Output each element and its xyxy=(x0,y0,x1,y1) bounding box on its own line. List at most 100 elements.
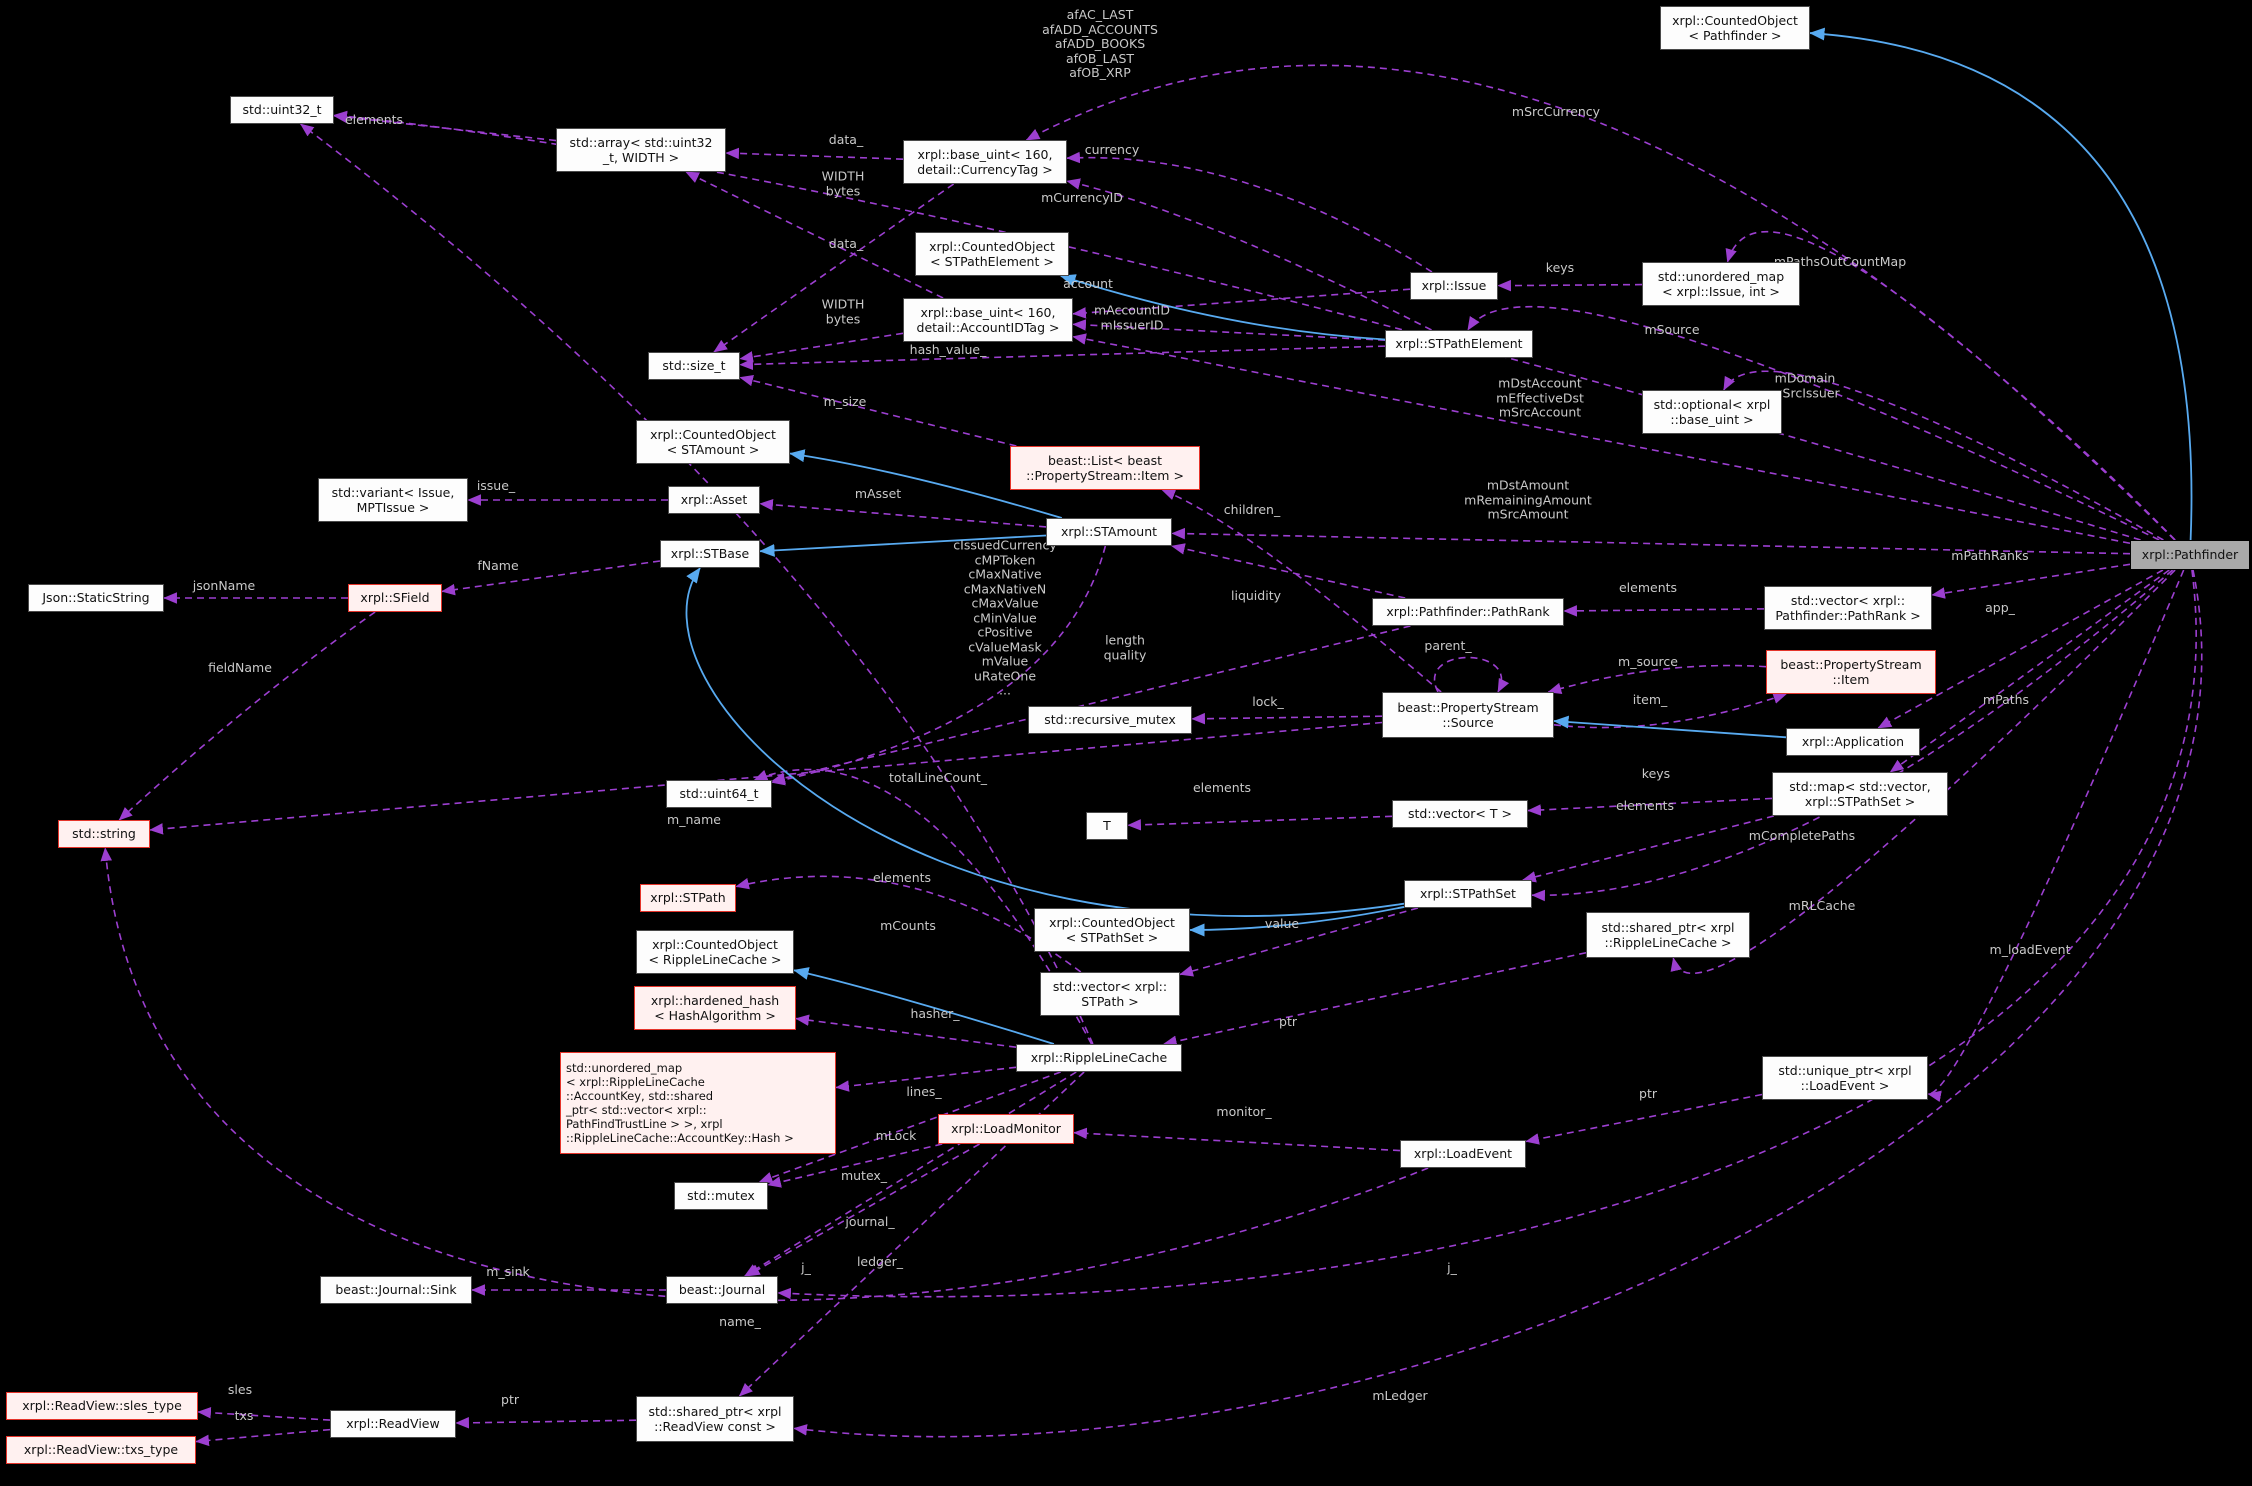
node-recursive_mutex[interactable]: std::recursive_mutex xyxy=(1028,706,1192,734)
node-base_uint_account[interactable]: xrpl::base_uint< 160,detail::AccountIDTa… xyxy=(903,298,1073,342)
node-label-line: xrpl::STPathSet xyxy=(1420,886,1516,902)
node-label-line: std::unordered_map xyxy=(1657,268,1785,284)
edge-prop_item-prop_source xyxy=(1547,664,1767,694)
node-stamount[interactable]: xrpl::STAmount xyxy=(1046,518,1172,546)
node-label-line: std::vector< xrpl:: xyxy=(1052,978,1168,994)
node-vector_pathrank[interactable]: std::vector< xrpl::Pathfinder::PathRank … xyxy=(1764,586,1932,630)
node-prop_item[interactable]: beast::PropertyStream::Item xyxy=(1766,650,1936,694)
node-string[interactable]: std::string xyxy=(58,820,150,848)
edge-pathrank-uint64 xyxy=(771,625,1411,784)
edge-prop_source-prop_item xyxy=(1553,692,1788,729)
node-T[interactable]: T xyxy=(1086,812,1128,840)
node-label-line: std::map< std::vector, xyxy=(1789,778,1931,794)
node-journal_sink[interactable]: beast::Journal::Sink xyxy=(320,1276,472,1304)
node-label-line: T xyxy=(1103,818,1111,834)
node-label-line: ::Source xyxy=(1442,715,1494,730)
node-shared_rlc[interactable]: std::shared_ptr< xrpl::RippleLineCache > xyxy=(1586,912,1750,958)
node-label-line: < STPathElement > xyxy=(930,254,1054,269)
node-uint64[interactable]: std::uint64_t xyxy=(666,780,772,808)
node-unique_le[interactable]: std::unique_ptr< xrpl::LoadEvent > xyxy=(1762,1056,1928,1100)
edge-prop_source-beast_list xyxy=(1161,489,1442,693)
node-stpathset[interactable]: xrpl::STPathSet xyxy=(1404,880,1532,908)
node-label-line: xrpl::LoadEvent xyxy=(1413,1146,1513,1162)
node-label-line: _t, WIDTH > xyxy=(602,150,680,165)
edge-stbase-sfield xyxy=(441,560,661,596)
edge-vector_T-T xyxy=(1127,815,1393,831)
node-label-line: xrpl::STAmount xyxy=(1060,524,1158,540)
edge-pathfinder-map_vs xyxy=(1889,569,2170,773)
node-counted_rlc[interactable]: xrpl::CountedObject< RippleLineCache > xyxy=(636,930,794,974)
node-json_static[interactable]: Json::StaticString xyxy=(28,584,164,612)
node-rlc[interactable]: xrpl::RippleLineCache xyxy=(1016,1044,1182,1072)
node-pathrank[interactable]: xrpl::Pathfinder::PathRank xyxy=(1372,598,1564,626)
edge-unique_le-loadevent xyxy=(1525,1093,1763,1145)
node-label-line: ::AccountKey, std::shared xyxy=(566,1088,714,1103)
edge-shared_rlc-rlc xyxy=(1163,951,1587,1047)
edge-vector_pathrank-pathrank xyxy=(1563,605,1765,617)
node-counted_stpathset[interactable]: xrpl::CountedObject< STPathSet > xyxy=(1034,908,1190,952)
node-optional_bu[interactable]: std::optional< xrpl::base_uint > xyxy=(1642,390,1782,434)
edge-stpathelement-base_uint_account xyxy=(1072,319,1386,342)
node-asset[interactable]: xrpl::Asset xyxy=(668,486,760,514)
node-um_issue_int[interactable]: std::unordered_map< xrpl::Issue, int > xyxy=(1642,262,1800,306)
node-label-line: xrpl::Asset xyxy=(680,492,748,508)
node-size_t[interactable]: std::size_t xyxy=(648,352,740,380)
node-label-line: std::shared_ptr< xrpl xyxy=(648,1403,782,1419)
node-sles_type[interactable]: xrpl::ReadView::sles_type xyxy=(6,1392,198,1420)
node-label-line: std::array< std::uint32 xyxy=(569,134,713,150)
edge-stpathset-stbase xyxy=(685,567,1405,917)
node-label-line: ::ReadView const > xyxy=(654,1419,776,1434)
node-label-line: beast::PropertyStream xyxy=(1397,699,1539,715)
node-loadmonitor[interactable]: xrpl::LoadMonitor xyxy=(938,1114,1074,1144)
node-readview[interactable]: xrpl::ReadView xyxy=(330,1410,456,1438)
node-label-line: xrpl::SField xyxy=(360,590,430,606)
node-vector_T[interactable]: std::vector< T > xyxy=(1392,800,1528,828)
node-um_rlc[interactable]: std::unordered_map< xrpl::RippleLineCach… xyxy=(560,1052,836,1154)
node-counted_pathfinder[interactable]: xrpl::CountedObject< Pathfinder > xyxy=(1660,6,1810,50)
node-label-line: std::size_t xyxy=(662,358,726,374)
node-base_uint_currency[interactable]: xrpl::base_uint< 160,detail::CurrencyTag… xyxy=(903,140,1067,184)
node-label-line: std::optional< xrpl xyxy=(1653,396,1771,412)
node-hardened_hash[interactable]: xrpl::hardened_hash< HashAlgorithm > xyxy=(634,986,796,1030)
node-label-line: xrpl::ReadView xyxy=(346,1416,440,1432)
node-sfield[interactable]: xrpl::SField xyxy=(348,584,442,612)
node-array_uint32[interactable]: std::array< std::uint32_t, WIDTH > xyxy=(556,128,726,172)
edge-pathfinder-unique_le xyxy=(1927,569,2185,1102)
node-stpathelement[interactable]: xrpl::STPathElement xyxy=(1385,330,1533,358)
edge-issue-base_uint_currency xyxy=(1066,151,1433,273)
node-variant_issue[interactable]: std::variant< Issue,MPTIssue > xyxy=(318,478,468,522)
node-map_vs[interactable]: std::map< std::vector,xrpl::STPathSet > xyxy=(1772,772,1948,816)
edge-pathfinder-shared_rlc xyxy=(1670,569,2176,975)
node-loadevent[interactable]: xrpl::LoadEvent xyxy=(1400,1140,1526,1168)
edge-prop_source-string xyxy=(149,721,1383,835)
node-label-line: std::unordered_map xyxy=(566,1060,683,1075)
node-stpath[interactable]: xrpl::STPath xyxy=(640,884,736,912)
node-label-line: xrpl::Issue xyxy=(1421,278,1487,294)
edge-loadmonitor-journal xyxy=(746,1143,980,1277)
node-shared_rv[interactable]: std::shared_ptr< xrpl::ReadView const > xyxy=(636,1396,794,1442)
node-label-line: ::base_uint > xyxy=(1670,412,1754,427)
node-journal[interactable]: beast::Journal xyxy=(666,1276,778,1304)
node-vector_stpath[interactable]: std::vector< xrpl::STPath > xyxy=(1040,972,1180,1016)
node-counted_stamount[interactable]: xrpl::CountedObject< STAmount > xyxy=(636,420,790,464)
edge-readview-txs_type xyxy=(195,1428,331,1447)
node-label-line: Pathfinder::PathRank > xyxy=(1775,608,1921,623)
node-prop_source[interactable]: beast::PropertyStream::Source xyxy=(1382,692,1554,738)
edge-rlc-journal xyxy=(744,1071,1077,1277)
edge-pathfinder-application xyxy=(1877,569,2164,729)
node-application[interactable]: xrpl::Application xyxy=(1786,728,1920,756)
node-label-line: xrpl::ReadView::sles_type xyxy=(22,1398,182,1414)
node-pathfinder[interactable]: xrpl::Pathfinder xyxy=(2130,540,2250,570)
node-counted_stpathelement[interactable]: xrpl::CountedObject< STPathElement > xyxy=(915,232,1069,276)
node-label-line: ::RippleLineCache > xyxy=(1604,935,1732,950)
node-label-line: < xrpl::Issue, int > xyxy=(1662,284,1780,299)
node-beast_list[interactable]: beast::List< beast::PropertyStream::Item… xyxy=(1010,446,1200,490)
node-issue[interactable]: xrpl::Issue xyxy=(1410,272,1498,300)
edge-pathfinder-stpathelement xyxy=(1467,305,2160,541)
node-label-line: _ptr< std::vector< xrpl:: xyxy=(566,1103,707,1117)
edge-loadevent-loadmonitor xyxy=(1073,1127,1401,1152)
node-stbase[interactable]: xrpl::STBase xyxy=(660,540,760,568)
node-uint32[interactable]: std::uint32_t xyxy=(230,96,334,124)
node-txs_type[interactable]: xrpl::ReadView::txs_type xyxy=(6,1436,196,1464)
node-mutex[interactable]: std::mutex xyxy=(674,1182,768,1210)
